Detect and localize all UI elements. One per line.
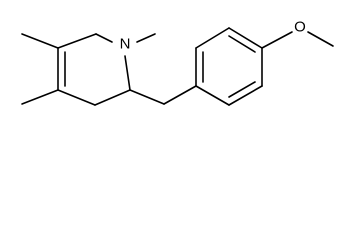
chemical-structure-diagram: N O	[21, 19, 334, 106]
aryl-bond-5	[228, 85, 263, 106]
methyl-substituents	[21, 33, 156, 105]
methyl-on-n	[136, 33, 156, 43]
aryl-bond-3	[228, 27, 263, 49]
bond-aryl-o	[261, 31, 293, 49]
methoxy-group	[261, 31, 334, 49]
bond-ch2-c5	[57, 33, 97, 49]
bond-n-ch2	[95, 33, 113, 43]
bond-c2-n	[124, 55, 131, 91]
benzyl-linker	[129, 85, 197, 105]
aryl-bond-2	[195, 27, 230, 49]
tetrahydropyridine-ring	[57, 33, 131, 106]
bond-o-methyl	[307, 31, 334, 47]
aryl-bond-6	[195, 85, 230, 106]
bond-c4-ch2	[57, 89, 96, 106]
aryl-inner-line-2	[228, 35, 256, 53]
nitrogen-atom-label: N	[120, 36, 131, 53]
bond-ch2-aryl	[163, 85, 197, 105]
bond-c2-ch2	[129, 89, 165, 105]
aryl-inner-line-3	[228, 81, 256, 98]
methyl-on-c4	[21, 89, 59, 105]
oxygen-atom-label: O	[294, 19, 306, 36]
benzene-ring	[195, 27, 263, 106]
bond-ch2-c2	[94, 89, 131, 106]
methyl-on-c5	[21, 33, 59, 49]
